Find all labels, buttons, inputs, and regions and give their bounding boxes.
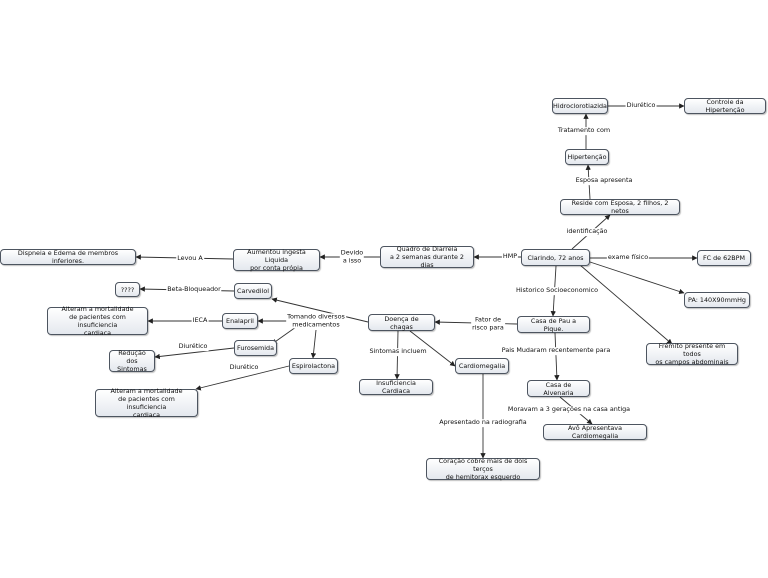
node-carvedilol[interactable]: Carvedilol xyxy=(234,283,272,299)
node-aumentou-ingesta[interactable]: Aumentou ingesta Liquida por conta própi… xyxy=(233,248,320,272)
node-reducao-sintomas[interactable]: Redução dos Sintomas xyxy=(109,349,155,373)
node-dispneia[interactable]: Dispneia e Edema de membros inferiores. xyxy=(0,249,136,265)
node-avo-cardiomegalia[interactable]: Avô Apresentava Cardiomegalia xyxy=(543,424,647,440)
node-hidroclorotiazida[interactable]: Hidroclorotiazida xyxy=(552,98,608,114)
node-quadro-diarreia[interactable]: Quadro de Diarreia a 2 semanas durante 2… xyxy=(380,245,474,269)
label-pais-mudaram: Pais Mudaram recentemente para xyxy=(500,346,612,355)
label-hmp: HMP xyxy=(501,252,519,261)
label-apresentado-radiografia: Apresentado na radiografia xyxy=(438,418,528,427)
node-espirolactona[interactable]: Espirolactona xyxy=(289,358,338,374)
node-hipertensao[interactable]: Hipertenção xyxy=(565,149,609,165)
node-alteram-mortalidade-2[interactable]: Alteram a mortalidade de pacientes com i… xyxy=(95,387,198,419)
node-casa-alvenaria[interactable]: Casa de Alvenaria xyxy=(527,380,590,397)
label-tomando-medicamentos: Tomando diversos medicamentos xyxy=(286,312,346,329)
label-exame-fisico: exame físico xyxy=(606,253,650,262)
node-fremito[interactable]: Frêmito presente em todos os campos abdo… xyxy=(646,342,738,366)
label-devido-a-isso: Devido a isso xyxy=(339,248,365,265)
label-ieca: IECA xyxy=(191,316,209,325)
node-alteram-mortalidade-1[interactable]: Alteram a mortalidade de pacientes com i… xyxy=(47,305,148,337)
node-cardiomegalia[interactable]: Cardiomegalia xyxy=(455,358,509,374)
label-tratamento-com: Tratamento com xyxy=(556,126,612,135)
node-controle-hipertensao[interactable]: Controle da Hipertenção xyxy=(684,98,766,114)
node-fc[interactable]: FC de 62BPM xyxy=(697,250,751,266)
node-doenca-chagas[interactable]: Doença de chagas xyxy=(368,314,435,331)
label-identificacao: identificação xyxy=(565,227,609,236)
label-fator-de-risco: Fator de risco para xyxy=(471,315,505,332)
node-coracao[interactable]: Coração cobre mais de dois terços de hem… xyxy=(426,457,540,481)
node-enalapril[interactable]: Enalapril xyxy=(222,313,258,329)
label-diuretico-3: Diurético xyxy=(228,363,260,372)
label-moravam: Moravam a 3 gerações na casa antiga xyxy=(506,405,632,414)
node-clarindo[interactable]: Clarindo, 72 anos xyxy=(521,249,590,266)
node-insuficiencia-cardiaca[interactable]: Insuficiencia Cardiaca xyxy=(359,379,433,395)
label-levou-a: Levou A xyxy=(176,254,204,263)
node-furosemida[interactable]: Furosemida xyxy=(234,340,277,356)
node-pa[interactable]: PA: 140X90mmHg xyxy=(684,292,750,308)
label-historico: Historico Socioeconomico xyxy=(514,286,600,295)
label-sintomas-incluem: Sintomas incluem xyxy=(368,347,428,356)
label-diuretico-2: Diurético xyxy=(177,342,209,351)
label-diuretico-1: Diurético xyxy=(625,101,657,110)
label-esposa-apresenta: Esposa apresenta xyxy=(574,176,634,185)
node-reside[interactable]: Reside com Esposa, 2 filhos, 2 netos xyxy=(560,199,680,215)
node-casa-pau-a-pique[interactable]: Casa de Pau a Pique. xyxy=(517,316,590,333)
label-beta-bloqueador: Beta-Bloqueador xyxy=(166,285,222,294)
node-interrogacao[interactable]: ???? xyxy=(115,282,140,297)
